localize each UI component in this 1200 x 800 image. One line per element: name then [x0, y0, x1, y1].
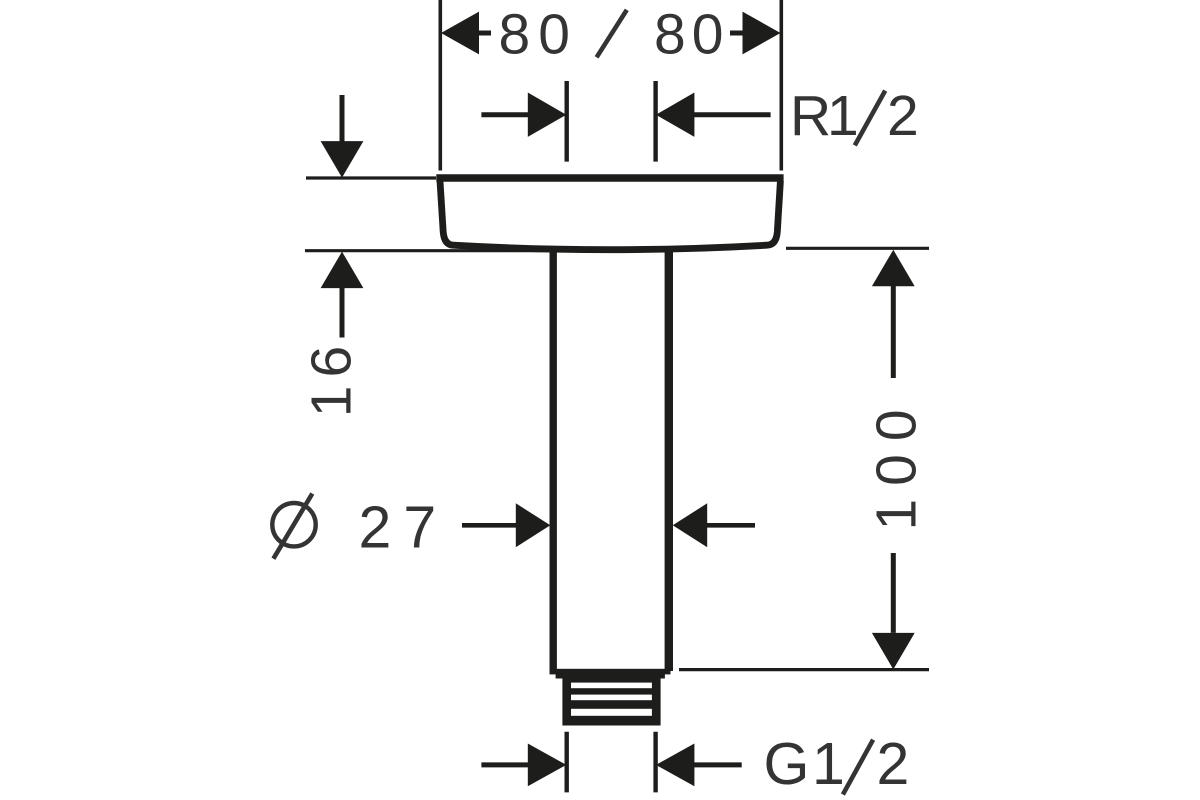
svg-text:2: 2 — [887, 84, 927, 148]
svg-text:2: 2 — [877, 731, 918, 797]
svg-text:100: 100 — [865, 396, 929, 530]
svg-text:R: R — [790, 84, 839, 148]
svg-text:1: 1 — [812, 731, 853, 797]
svg-text:16: 16 — [300, 338, 364, 417]
svg-text:80: 80 — [499, 3, 578, 67]
svg-text:1: 1 — [827, 84, 867, 148]
svg-text:80: 80 — [654, 3, 729, 67]
svg-text:27: 27 — [359, 495, 449, 561]
svg-text:G: G — [764, 731, 818, 797]
